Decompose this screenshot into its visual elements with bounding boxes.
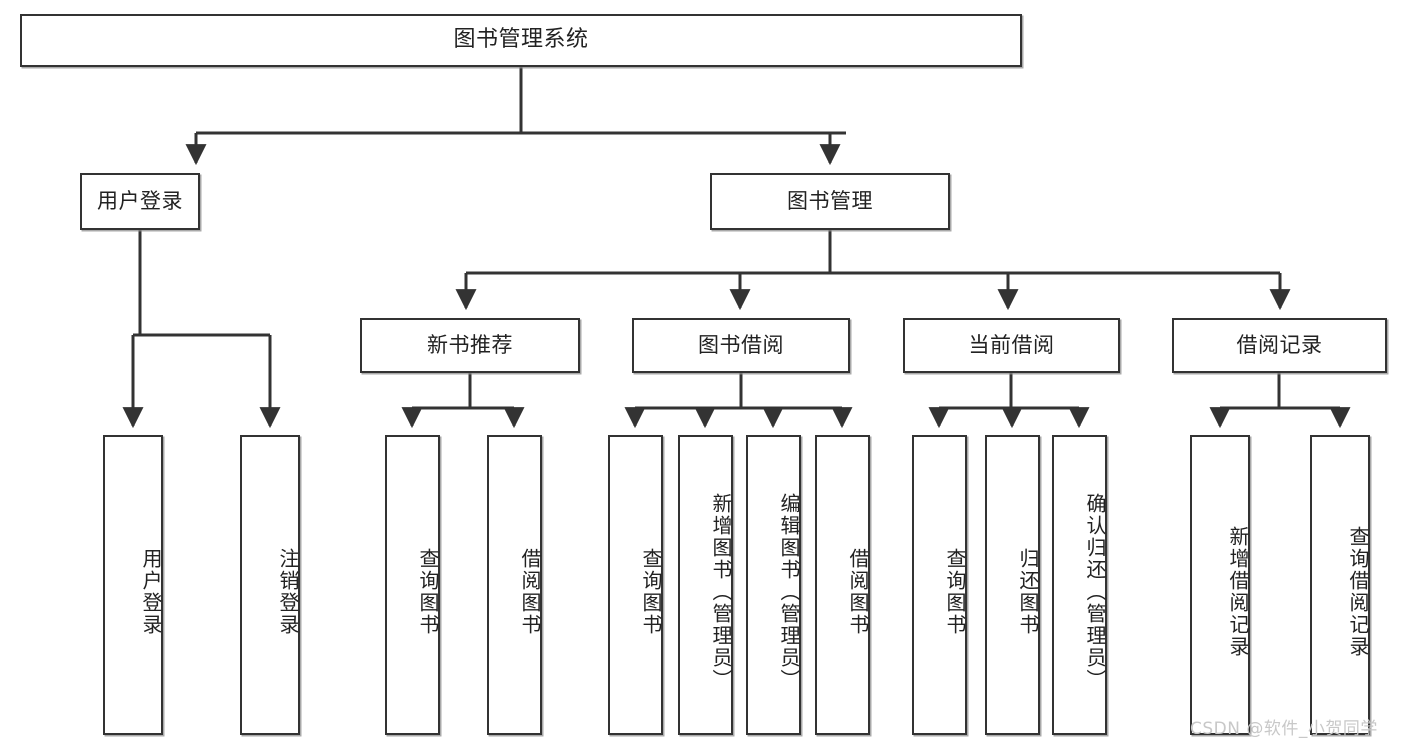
leaf-borrow-book[interactable]: 借阅图书 — [815, 435, 870, 735]
leaf-user-login-label: 用户登录 — [139, 548, 163, 636]
leaf-query-borrow-record-label: 查询借阅记录 — [1346, 526, 1370, 658]
node-book-manage-label: 图书管理 — [787, 188, 873, 213]
node-root[interactable]: 图书管理系统 — [20, 14, 1022, 67]
leaf-query-book-new[interactable]: 查询图书 — [385, 435, 440, 735]
node-root-label: 图书管理系统 — [453, 27, 589, 53]
leaf-user-login[interactable]: 用户登录 — [103, 435, 163, 735]
csdn-watermark: CSDN @软件_小贺同学 — [1190, 719, 1378, 739]
leaf-add-borrow-record-label: 新增借阅记录 — [1226, 526, 1250, 658]
node-new-book-recommend-label: 新书推荐 — [427, 332, 513, 357]
leaf-query-book-borrow[interactable]: 查询图书 — [608, 435, 663, 735]
leaf-confirm-return[interactable]: 确认归还（管理员） — [1052, 435, 1107, 735]
leaf-add-borrow-record[interactable]: 新增借阅记录 — [1190, 435, 1250, 735]
node-borrow-record-label: 借阅记录 — [1236, 332, 1323, 357]
leaf-borrow-book-new-label: 借阅图书 — [518, 548, 542, 636]
node-new-book-recommend[interactable]: 新书推荐 — [360, 318, 580, 373]
leaf-logout-label: 注销登录 — [276, 548, 300, 636]
leaf-query-book-current[interactable]: 查询图书 — [912, 435, 967, 735]
leaf-query-book-current-label: 查询图书 — [943, 548, 967, 636]
node-book-manage[interactable]: 图书管理 — [710, 173, 950, 230]
leaf-return-book[interactable]: 归还图书 — [985, 435, 1040, 735]
leaf-borrow-book-new[interactable]: 借阅图书 — [487, 435, 542, 735]
leaf-confirm-return-label: 确认归还（管理员） — [1083, 493, 1107, 691]
leaf-logout[interactable]: 注销登录 — [240, 435, 300, 735]
node-book-borrow-label: 图书借阅 — [698, 332, 784, 357]
leaf-add-book[interactable]: 新增图书（管理员） — [678, 435, 733, 735]
leaf-query-borrow-record[interactable]: 查询借阅记录 — [1310, 435, 1370, 735]
leaf-edit-book[interactable]: 编辑图书（管理员） — [746, 435, 801, 735]
node-borrow-record[interactable]: 借阅记录 — [1172, 318, 1387, 373]
leaf-return-book-label: 归还图书 — [1016, 548, 1040, 636]
leaf-add-book-label: 新增图书（管理员） — [709, 493, 733, 691]
node-user-login[interactable]: 用户登录 — [80, 173, 200, 230]
node-book-borrow[interactable]: 图书借阅 — [632, 318, 850, 373]
leaf-borrow-book-label: 借阅图书 — [846, 548, 870, 636]
node-user-login-label: 用户登录 — [97, 188, 183, 213]
leaf-edit-book-label: 编辑图书（管理员） — [777, 493, 801, 691]
node-current-borrow-label: 当前借阅 — [968, 332, 1055, 357]
node-current-borrow[interactable]: 当前借阅 — [903, 318, 1120, 373]
leaf-query-book-borrow-label: 查询图书 — [639, 548, 663, 636]
leaf-query-book-new-label: 查询图书 — [416, 548, 440, 636]
